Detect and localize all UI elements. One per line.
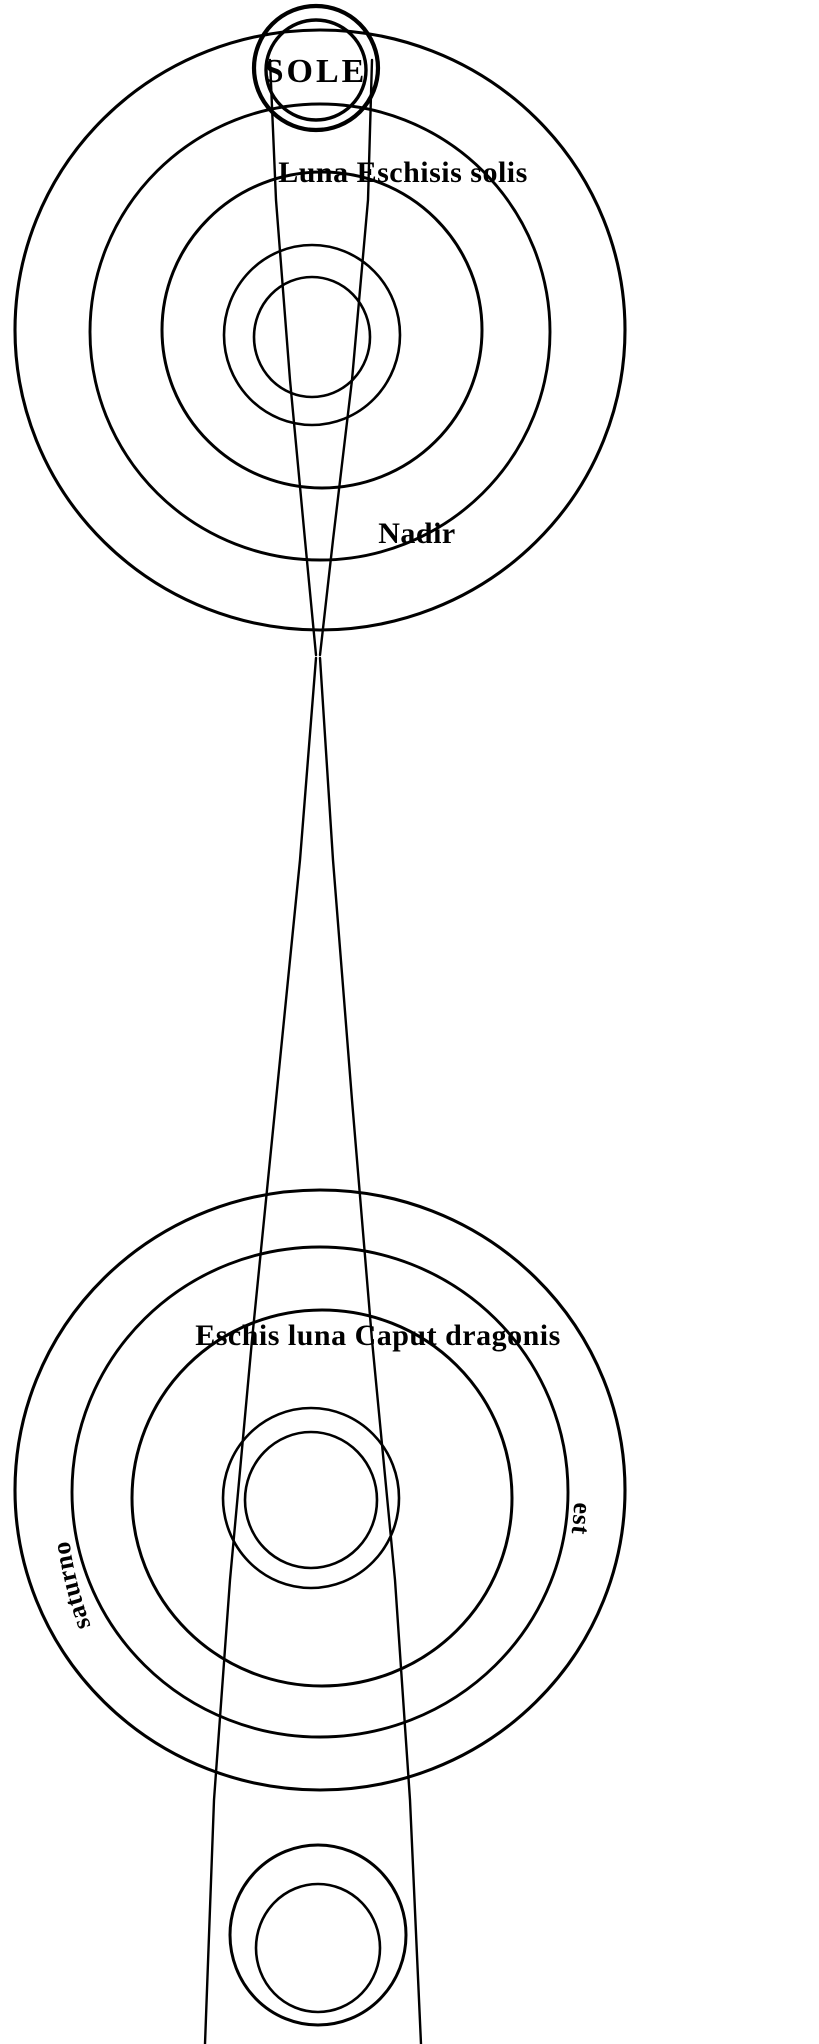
upper-ring-outermost [13,28,627,632]
lower-orbit-label: Eschis luna Caput dragonis [195,1319,561,1352]
cone-edge-lower-left [203,656,318,2044]
cone-edge-upper-right [318,58,374,657]
lower-sphere-group [13,1188,627,1792]
bottom-disc-group [228,1843,408,2027]
shadow-cone-group [203,58,423,2044]
sun-label: SOLE [265,53,368,90]
upper-orbit-label: Luna Eschisis solis [278,156,528,189]
bottom-disc-outer [228,1843,408,2027]
cone-edge-lower-right [318,656,423,2044]
sun-outer-circle [251,3,381,133]
sun-disc-group: SOLE [251,3,381,133]
bottom-disc-inner [254,1882,382,2014]
lower-ring-fourth [221,1406,401,1590]
upper-ring-fourth [222,243,402,427]
upper-ring-innermost [252,275,372,399]
right-arc-label: est [566,1502,598,1537]
lower-ring-innermost [243,1430,379,1570]
upper-ring-third [160,170,484,490]
left-arc-label: saturno [46,1539,96,1633]
lower-ring-outermost [13,1188,627,1792]
lower-ring-second [70,1245,570,1739]
left-arc-textpath: saturno [46,1539,95,1633]
sun-inner-circle [264,18,368,122]
right-arc-textpath: est [566,1502,597,1537]
nadir-label: Nadir [378,517,456,550]
upper-ring-second [88,102,552,562]
cone-edge-upper-left [268,58,318,657]
lower-ring-third [130,1308,514,1688]
upper-sphere-group [13,28,627,632]
